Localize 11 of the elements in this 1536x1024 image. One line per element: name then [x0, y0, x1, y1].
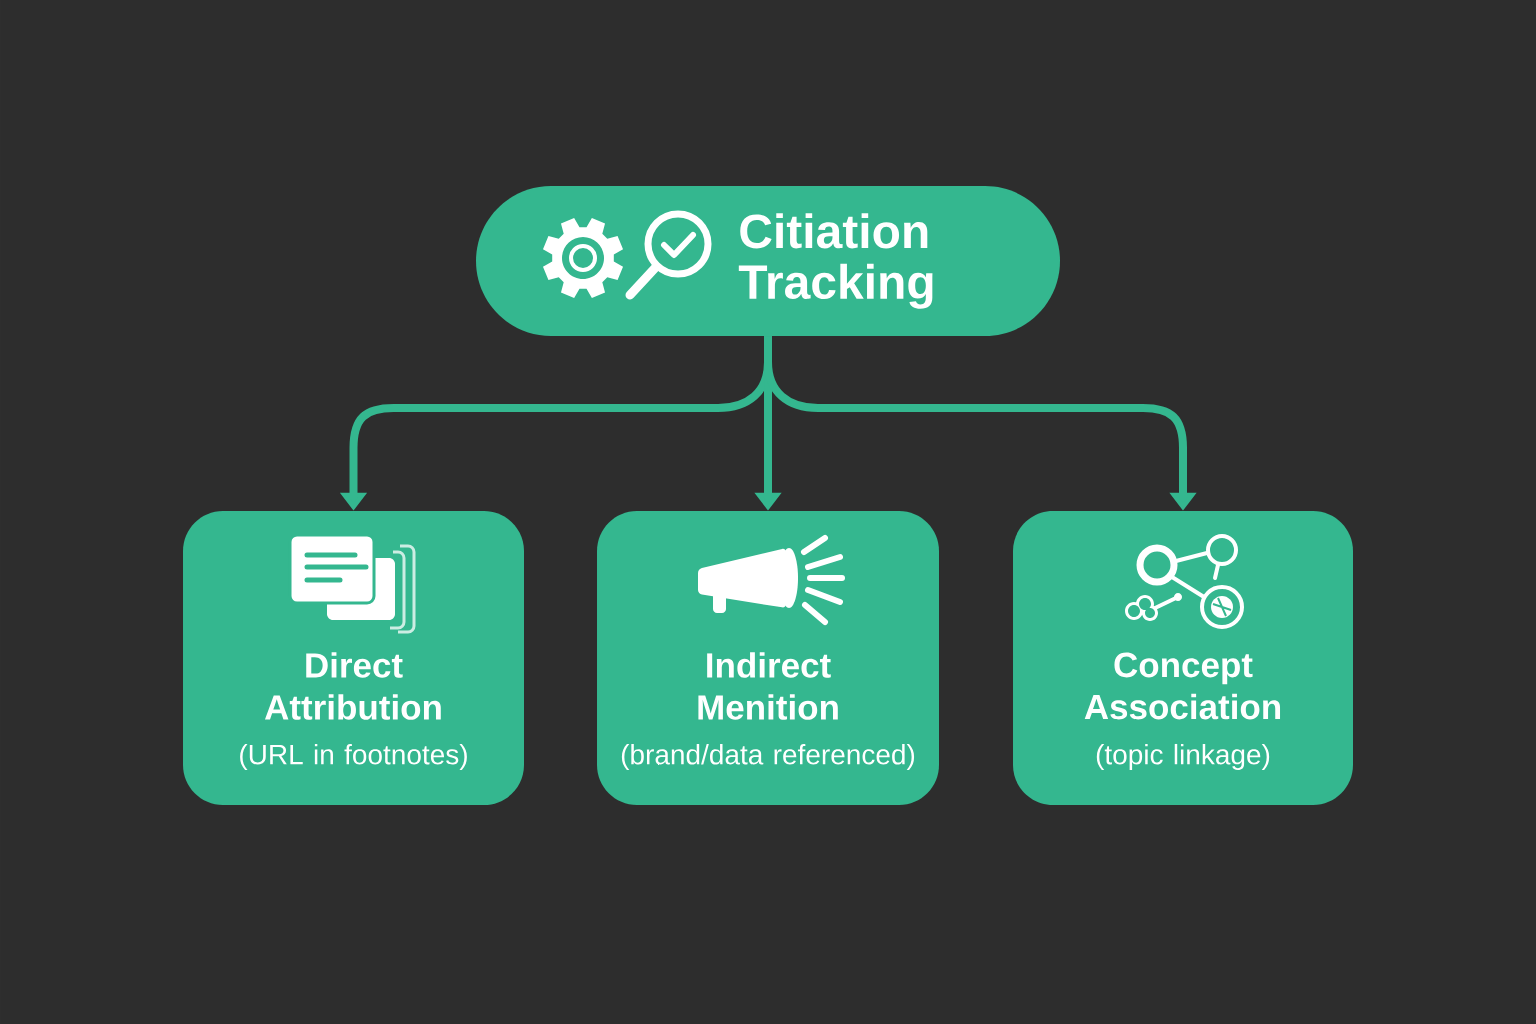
heading: Indirect Menition: [698, 652, 838, 720]
subheading: (topic linkage): [1096, 743, 1270, 771]
process-pill: [476, 186, 1060, 336]
process-card: [597, 511, 939, 805]
process-card: [183, 511, 524, 805]
heading: Direct Attribution: [264, 652, 441, 720]
heading: Concept Association: [1084, 652, 1281, 720]
heading: Citiation Tracking: [738, 213, 933, 309]
subheading: (URL in footnotes): [240, 743, 467, 771]
process-card: [1013, 511, 1353, 805]
subheading: (brand/data referenced): [621, 743, 915, 771]
